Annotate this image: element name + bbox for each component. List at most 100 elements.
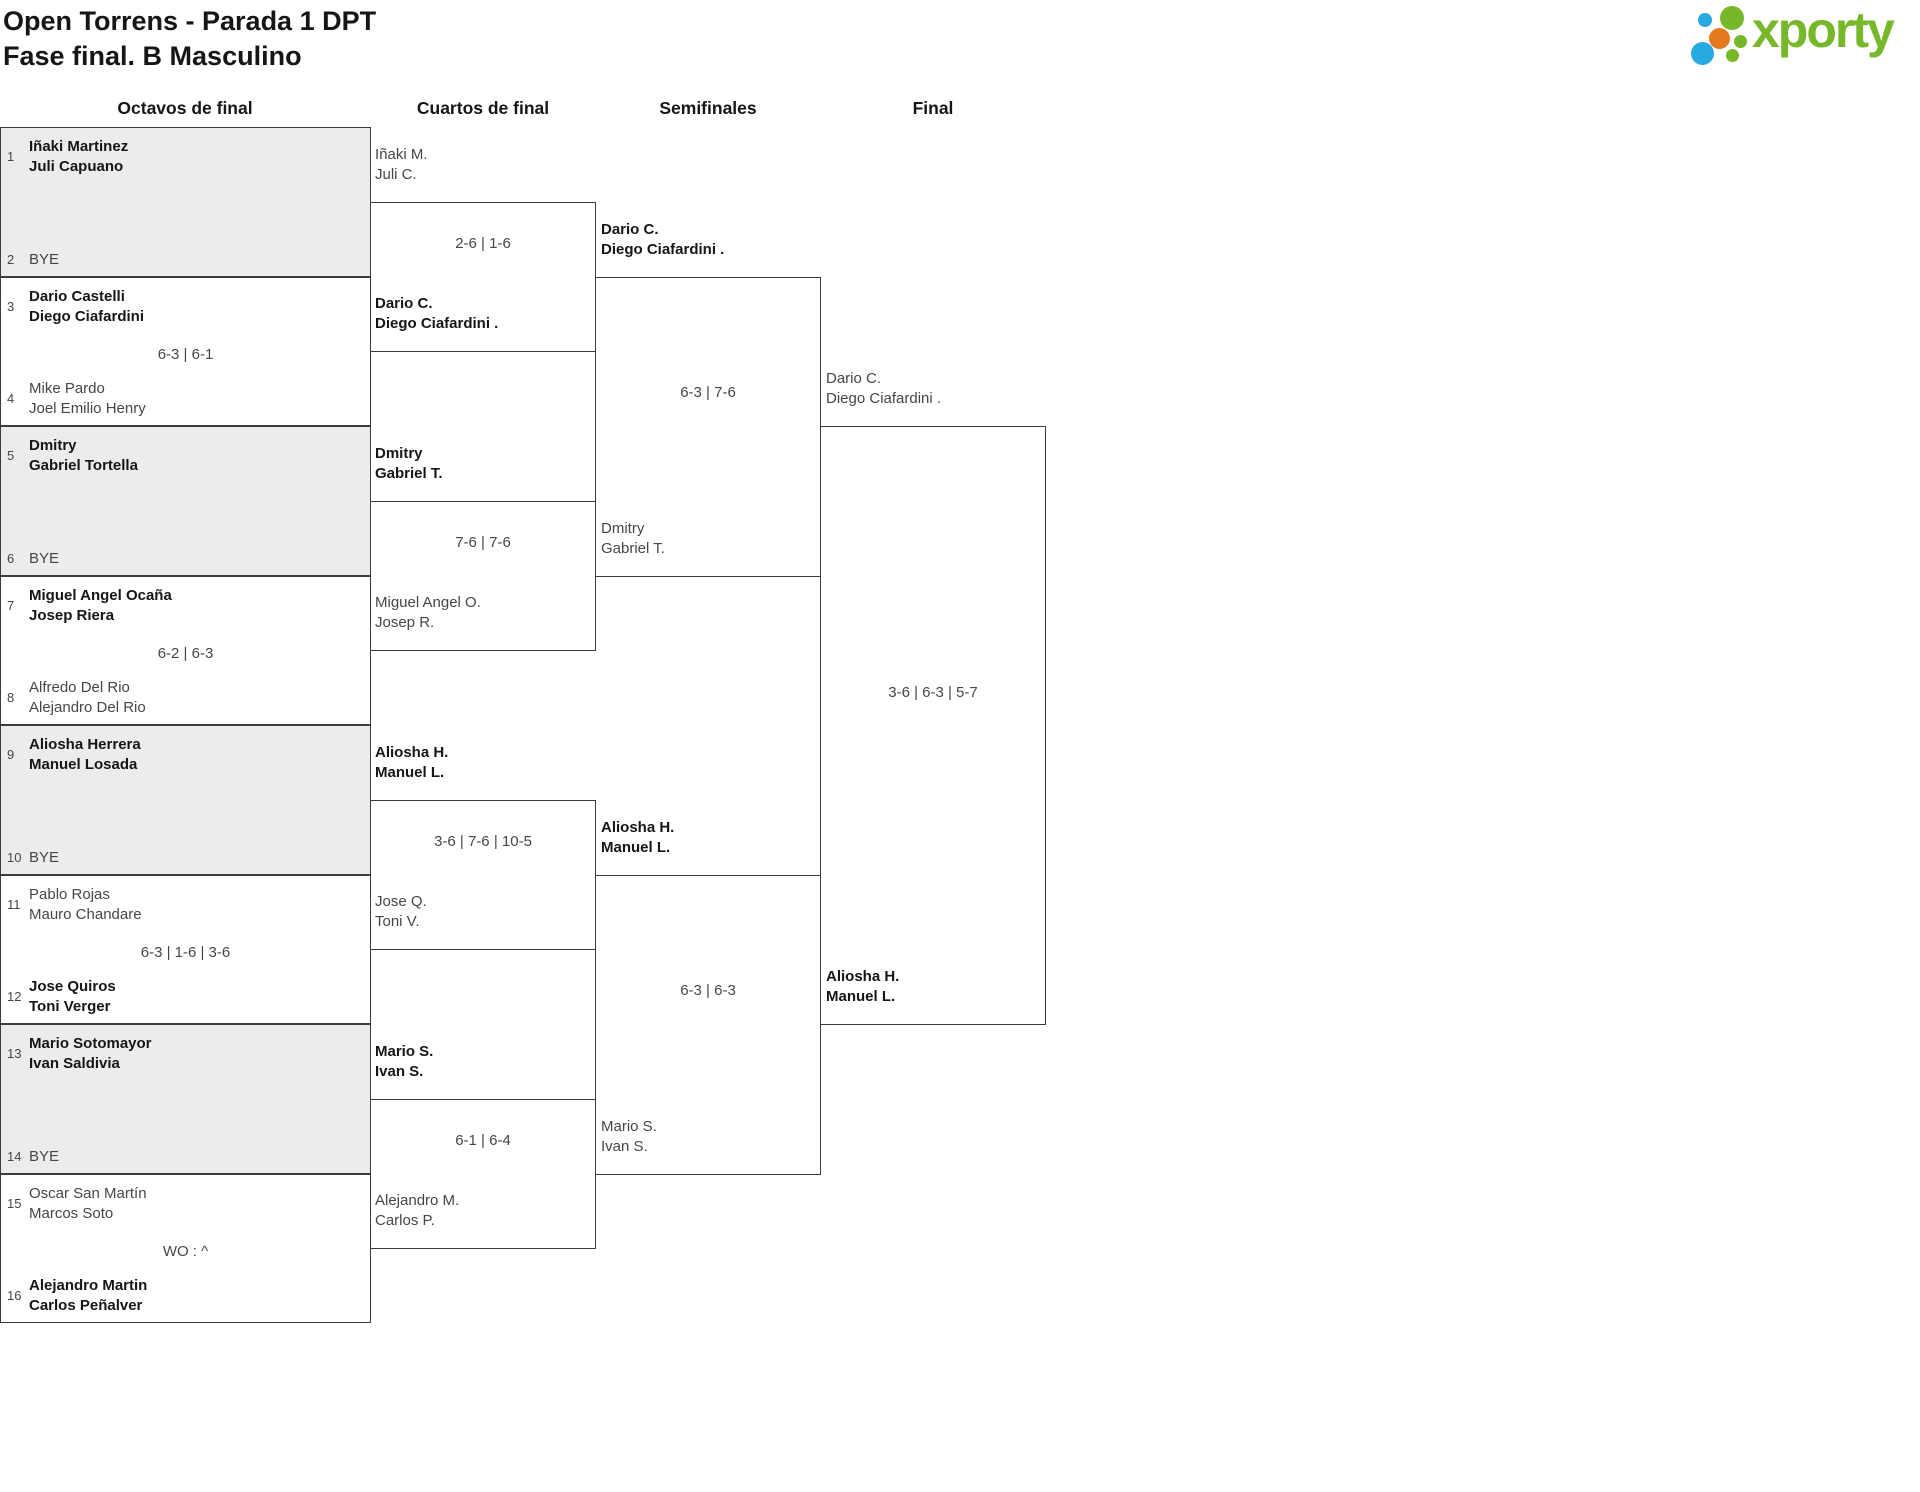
- match-score: WO : ^: [162, 1243, 209, 1260]
- team-name: Mario Sotomayor: [29, 1035, 152, 1052]
- round-header-semifinales: Semifinales: [659, 98, 757, 118]
- team-slot-bottom: 16 Alejandro Martin Carlos Peñalver: [7, 1276, 366, 1315]
- match-score: 3-6 | 6-3 | 5-7: [888, 684, 978, 701]
- team-name: Jose Quiros: [29, 978, 116, 995]
- team-slot-top: 11 Pablo Rojas Mauro Chandare: [7, 885, 366, 924]
- qf2-team-bottom: Miguel Angel O. Josep R.: [375, 593, 593, 632]
- match-score: 6-3 | 6-3: [680, 982, 736, 999]
- team-slot-top: 7 Miguel Angel Ocaña Josep Riera: [7, 586, 366, 625]
- match-score: 2-6 | 1-6: [455, 235, 511, 252]
- team-name: Diego Ciafardini: [29, 307, 145, 325]
- sf2-team-top: Aliosha H. Manuel L.: [601, 818, 819, 857]
- seed-number: 15: [7, 1196, 22, 1211]
- team-slot-top: 15 Oscar San Martín Marcos Soto: [7, 1184, 366, 1223]
- round-header-cuartos: Cuartos de final: [416, 98, 550, 118]
- team-name: Marcos Soto: [29, 1204, 114, 1222]
- logo-dot-green-small-bottom-icon: [1725, 48, 1739, 62]
- seed-number: 12: [7, 989, 22, 1004]
- seed-number: 5: [7, 448, 15, 463]
- final-team-top: Dario C. Diego Ciafardini .: [826, 369, 1044, 408]
- team-name: Aliosha Herrera: [29, 736, 141, 753]
- team-name: Juli Capuano: [29, 157, 124, 175]
- r16-match-2: 3 Dario Castelli Diego Ciafardini 6-3 | …: [0, 277, 371, 426]
- team-slot-bottom: 12 Jose Quiros Toni Verger: [7, 977, 366, 1016]
- team-slot-bottom: 2 BYE: [7, 250, 366, 270]
- match-score: 6-3 | 6-1: [157, 346, 214, 363]
- team-name: Jose Q.: [375, 893, 427, 910]
- match-score: 6-1 | 6-4: [455, 1132, 511, 1149]
- team-name: Manuel Losada: [29, 755, 138, 773]
- team-name: Dario Castelli: [29, 288, 125, 305]
- team-slot-top: 13 Mario Sotomayor Ivan Saldivia: [7, 1034, 366, 1073]
- team-slot-bottom: 4 Mike Pardo Joel Emilio Henry: [7, 379, 366, 418]
- seed-number: 9: [7, 747, 15, 762]
- team-name: Miguel Angel Ocaña: [29, 587, 172, 604]
- sf1-team-bottom: Dmitry Gabriel T.: [601, 519, 819, 558]
- final-match: 3-6 | 6-3 | 5-7: [820, 426, 1046, 1025]
- tournament-subtitle: Fase final. B Masculino: [3, 41, 302, 71]
- team-name: Aliosha H.: [601, 819, 675, 836]
- team-name: Dmitry: [601, 520, 645, 537]
- logo-dot-green-small-right-icon: [1733, 34, 1747, 48]
- team-name: Dmitry: [375, 445, 423, 462]
- team-slot-top: 3 Dario Castelli Diego Ciafardini: [7, 287, 366, 326]
- logo-wordmark: xporty: [1752, 2, 1895, 58]
- team-name: Manuel L.: [601, 838, 671, 856]
- team-name: Iñaki M.: [375, 146, 428, 163]
- r16-match-1: 1 Iñaki Martinez Juli Capuano 2 BYE: [0, 127, 371, 277]
- team-name: Miguel Angel O.: [375, 594, 481, 611]
- qf4-team-top: Mario S. Ivan S.: [375, 1042, 593, 1081]
- team-name: Carlos P.: [375, 1211, 435, 1229]
- team-name: Gabriel Tortella: [29, 456, 138, 474]
- seed-number: 10: [7, 849, 22, 865]
- sf-match-2: 6-3 | 6-3: [595, 875, 821, 1175]
- team-name: Manuel L.: [826, 987, 896, 1005]
- logo-dot-green-large-icon: [1720, 6, 1744, 30]
- team-name: Mauro Chandare: [29, 905, 142, 923]
- logo-dot-blue-small-icon: [1698, 13, 1712, 27]
- team-name: Alfredo Del Rio: [29, 679, 130, 696]
- team-name: Ivan S.: [375, 1062, 424, 1080]
- team-name: Aliosha H.: [375, 744, 449, 761]
- seed-number: 6: [7, 550, 15, 566]
- team-name: Diego Ciafardini .: [601, 240, 725, 258]
- qf1-team-top: Iñaki M. Juli C.: [375, 145, 593, 184]
- team-name: Juli C.: [375, 165, 417, 183]
- team-name: Carlos Peñalver: [29, 1296, 143, 1314]
- team-name: BYE: [29, 250, 60, 268]
- seed-number: 14: [7, 1148, 22, 1164]
- qf-match-3: 3-6 | 7-6 | 10-5: [370, 800, 596, 950]
- team-slot-bottom: 6 BYE: [7, 549, 366, 569]
- seed-number: 4: [7, 391, 15, 406]
- team-name: Mario S.: [601, 1118, 657, 1135]
- sf-match-1: 6-3 | 7-6: [595, 277, 821, 577]
- qf2-team-top: Dmitry Gabriel T.: [375, 444, 593, 483]
- tournament-title: Open Torrens - Parada 1 DPT: [3, 6, 377, 36]
- team-name: Dario C.: [826, 370, 882, 387]
- team-name: Ivan S.: [601, 1137, 648, 1155]
- sf2-team-bottom: Mario S. Ivan S.: [601, 1117, 819, 1156]
- r16-match-5: 9 Aliosha Herrera Manuel Losada 10 BYE: [0, 725, 371, 875]
- logo-dot-blue-large-icon: [1690, 41, 1714, 65]
- seed-number: 16: [7, 1288, 22, 1303]
- team-name: Josep R.: [375, 613, 435, 631]
- qf3-team-top: Aliosha H. Manuel L.: [375, 743, 593, 782]
- seed-number: 3: [7, 299, 15, 314]
- match-score: 3-6 | 7-6 | 10-5: [434, 833, 532, 850]
- team-name: Toni V.: [375, 912, 420, 930]
- final-team-bottom: Aliosha H. Manuel L.: [826, 967, 1044, 1006]
- team-name: Dmitry: [29, 437, 77, 454]
- team-slot-bottom: 10 BYE: [7, 848, 366, 868]
- seed-number: 11: [7, 897, 21, 912]
- team-name: BYE: [29, 1147, 60, 1165]
- logo-dot-orange-icon: [1708, 28, 1730, 49]
- r16-match-8: 15 Oscar San Martín Marcos Soto WO : ^ 1…: [0, 1174, 371, 1323]
- match-score: 6-3 | 1-6 | 3-6: [140, 944, 231, 961]
- team-name: BYE: [29, 848, 60, 866]
- team-name: Dario C.: [375, 295, 433, 312]
- sf1-team-top: Dario C. Diego Ciafardini .: [601, 220, 819, 259]
- xporty-logo[interactable]: xporty: [1690, 2, 1915, 77]
- seed-number: 8: [7, 690, 15, 705]
- qf3-team-bottom: Jose Q. Toni V.: [375, 892, 593, 931]
- team-name: Alejandro Martin: [29, 1277, 148, 1294]
